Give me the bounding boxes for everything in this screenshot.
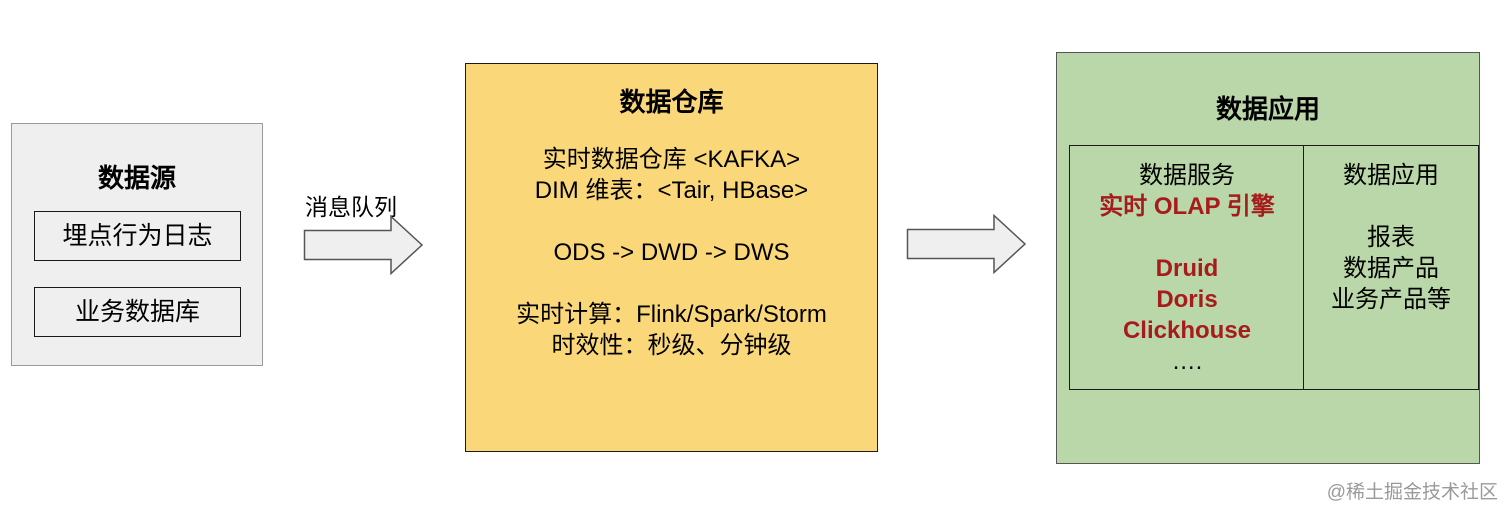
usage-item: 数据产品 xyxy=(1343,255,1439,282)
business-db-box: 业务数据库 xyxy=(34,287,241,337)
data-service-box: 数据服务 实时 OLAP 引擎 Druid Doris Clickhouse …… xyxy=(1069,145,1305,390)
ellipsis: …. xyxy=(1171,348,1203,375)
data-source-panel: 数据源 埋点行为日志 业务数据库 xyxy=(11,123,263,366)
warehouse-line: 实时计算：Flink/Spark/Storm xyxy=(516,301,827,328)
spacer xyxy=(1070,222,1304,253)
data-warehouse-title: 数据仓库 xyxy=(619,87,724,117)
data-application-title: 数据应用 xyxy=(1215,94,1320,124)
engine-item: Doris xyxy=(1156,286,1218,313)
usage-item: 报表 xyxy=(1367,224,1415,251)
watermark: @稀土掘金技术社区 xyxy=(1326,482,1498,503)
data-warehouse-panel: 数据仓库 实时数据仓库 <KAFKA> DIM 维表：<Tair, HBase>… xyxy=(465,63,878,452)
data-service-title: 数据服务 xyxy=(1139,162,1235,189)
arrow-right-icon xyxy=(303,215,424,275)
spacer xyxy=(1304,191,1478,222)
engine-item: Druid xyxy=(1155,255,1219,282)
arrow-right-icon xyxy=(906,214,1027,274)
warehouse-line: DIM 维表：<Tair, HBase> xyxy=(534,177,809,204)
warehouse-line: 实时数据仓库 <KAFKA> xyxy=(542,146,801,173)
data-source-title: 数据源 xyxy=(97,163,176,193)
message-queue-label: 消息队列 xyxy=(305,194,397,220)
data-warehouse-details: 实时数据仓库 <KAFKA> DIM 维表：<Tair, HBase> ODS … xyxy=(466,144,877,361)
engine-item: Clickhouse xyxy=(1122,317,1252,344)
usage-item: 业务产品等 xyxy=(1331,286,1451,313)
data-usage-box: 数据应用 报表 数据产品 业务产品等 xyxy=(1303,145,1479,390)
spacer xyxy=(466,268,877,299)
warehouse-line: ODS -> DWD -> DWS xyxy=(553,239,790,266)
data-usage-title: 数据应用 xyxy=(1343,162,1439,189)
data-application-panel: 数据应用 数据服务 实时 OLAP 引擎 Druid Doris Clickho… xyxy=(1056,52,1480,464)
tracking-log-box: 埋点行为日志 xyxy=(34,211,241,261)
warehouse-line: 时效性：秒级、分钟级 xyxy=(551,332,792,359)
olap-engine-label: 实时 OLAP 引擎 xyxy=(1099,193,1275,220)
spacer xyxy=(466,206,877,237)
